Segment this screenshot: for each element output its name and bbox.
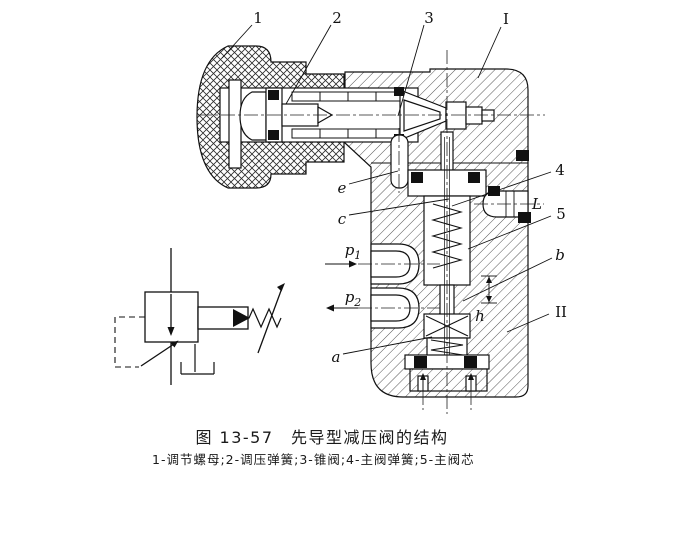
passage-e xyxy=(390,134,409,189)
valve-cross-section xyxy=(196,24,553,414)
figure-caption: 图 13-57 先导型减压阀的结构 xyxy=(195,428,448,447)
pilot-poppet-triangle xyxy=(233,309,250,327)
flow-arrow-p1 xyxy=(325,260,357,268)
callout-p1: p1 xyxy=(345,241,362,262)
callout-a: a xyxy=(332,348,341,366)
bottom-plug xyxy=(404,354,490,392)
callout-p2: p2 xyxy=(345,288,362,309)
callout-3: 3 xyxy=(424,9,434,27)
adjusting-screw xyxy=(228,79,334,169)
flow-direction-arrow xyxy=(167,327,175,336)
callout-b: b xyxy=(555,246,565,264)
callout-2: 2 xyxy=(332,9,342,27)
dimension-h xyxy=(481,275,497,304)
leader-lines xyxy=(221,24,553,355)
tank-drain-symbol xyxy=(180,344,215,375)
callout-e: e xyxy=(338,179,347,197)
flow-arrow-p2 xyxy=(326,304,358,312)
spring-with-adjuster xyxy=(197,283,285,354)
hydraulic-symbol xyxy=(114,248,285,385)
callout-4: 4 xyxy=(555,161,565,179)
callout-1: 1 xyxy=(253,9,263,27)
centerlines xyxy=(198,50,545,414)
callout-II: II xyxy=(555,303,567,321)
pilot-line-dashed xyxy=(114,316,145,368)
figure-legend: 1-调节螺母;2-调压弹簧;3-锥阀;4-主阀弹簧;5-主阀芯 xyxy=(152,452,475,467)
callout-I: I xyxy=(503,10,509,28)
callout-5: 5 xyxy=(556,205,566,223)
callout-c: c xyxy=(338,210,347,228)
callout-L: L xyxy=(531,195,542,213)
callout-h: h xyxy=(475,307,485,325)
